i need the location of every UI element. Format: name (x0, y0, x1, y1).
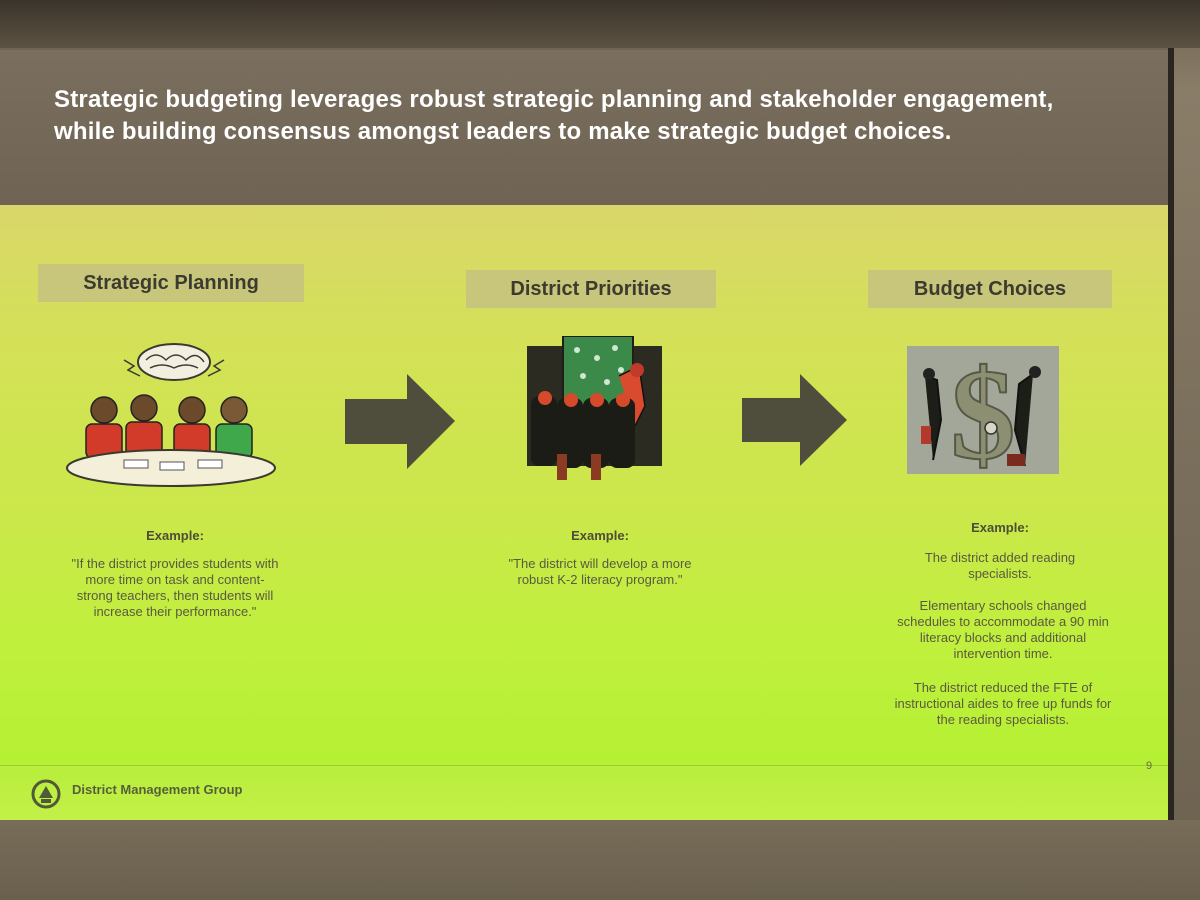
example-label-2: Example: (571, 528, 629, 543)
slide-footer (0, 765, 1168, 821)
slide-title: Strategic budgeting leverages robust str… (54, 86, 1054, 145)
presentation-board-illustration (527, 336, 662, 480)
right-arrow-icon (345, 374, 455, 469)
example-paragraph-2: Elementary schools changed schedules to … (897, 598, 1109, 661)
example-label-1: Example: (146, 528, 204, 543)
svg-text:$: $ (951, 346, 1016, 474)
header-strategic-planning: Strategic Planning (38, 264, 304, 302)
dollar-sign-illustration: $ (907, 346, 1059, 474)
example-text-2: "The district will develop a more robust… (508, 556, 692, 587)
header-budget-choices: Budget Choices (868, 270, 1112, 308)
projector-screen-frame (0, 0, 1200, 48)
example-text-1: "If the district provides students with … (71, 556, 279, 619)
example-paragraph-1: The district added reading specialists. (924, 550, 1076, 581)
header-district-priorities: District Priorities (466, 270, 716, 308)
footer-brand: District Management Group (72, 782, 243, 797)
screen-bottom-area (0, 820, 1200, 900)
page-number: 9 (1146, 760, 1153, 772)
title-band (0, 50, 1168, 205)
dmg-logo-icon (31, 779, 61, 809)
example-paragraph-3: The district reduced the FTE of instruct… (894, 680, 1112, 727)
right-arrow-icon (742, 374, 847, 466)
example-label-3: Example: (971, 520, 1029, 535)
strategy-meeting-illustration (66, 343, 276, 487)
